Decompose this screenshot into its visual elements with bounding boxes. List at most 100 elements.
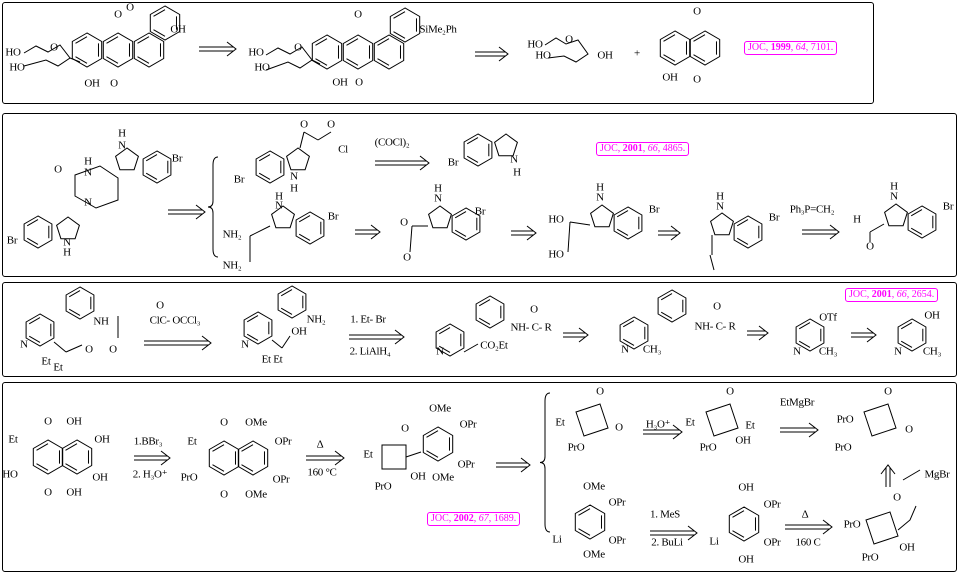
atom-or-reagent-label: O <box>85 343 93 356</box>
pyrrole-ring <box>494 133 518 157</box>
double-bond <box>393 11 406 19</box>
atom-or-reagent-label: HO <box>5 46 21 59</box>
double-bond <box>900 322 913 330</box>
reference-journal: JOC, <box>849 289 872 300</box>
double-bond <box>153 9 166 17</box>
double-bond <box>36 463 49 471</box>
double-bond <box>393 31 406 39</box>
double-bond <box>910 209 923 217</box>
atom-or-reagent-label: O <box>44 415 52 428</box>
atom-or-reagent-label: CO₂Et <box>480 339 508 352</box>
benzene-ring <box>451 207 481 241</box>
double-bond <box>466 155 479 163</box>
atom-or-reagent-label: HO <box>2 468 18 481</box>
reference-volume: 64 <box>795 42 806 53</box>
atom-or-reagent-label: O <box>110 77 118 90</box>
atom-or-reagent-label: O <box>355 76 363 89</box>
atom-or-reagent-label: OMe <box>583 480 605 493</box>
atom-or-reagent-label: 2. LiAlH₄ <box>349 345 391 358</box>
arrow-head-icon <box>160 450 171 466</box>
arrow-head-icon <box>670 225 681 241</box>
atom-or-reagent-label: O <box>126 1 134 14</box>
atom-or-reagent-label: O <box>44 486 52 499</box>
atom-or-reagent-label: PrO <box>843 518 861 531</box>
quinone-ring <box>689 30 721 66</box>
bond <box>869 223 885 233</box>
pyridine-or-phenyl-ring <box>435 323 465 357</box>
atom-or-reagent-label: OH <box>738 553 754 566</box>
atom-or-reagent-label: NH <box>93 315 109 328</box>
pyridine-or-phenyl-ring <box>65 286 95 320</box>
atom-or-reagent-label: O <box>713 300 721 313</box>
double-bond <box>65 463 78 471</box>
double-bond <box>75 36 88 44</box>
anthraquinone-ring <box>389 7 421 43</box>
atom-or-reagent-label: OH <box>924 309 940 322</box>
atom-or-reagent-label: OTf <box>819 311 837 324</box>
journal-reference: JOC, 2001, 66, 4865. <box>596 142 690 156</box>
atom-or-reagent-label: OPr <box>274 435 292 448</box>
pyrrole-ring <box>271 205 295 229</box>
atom-or-reagent-label: OPr <box>272 473 290 486</box>
atom-or-reagent-label: OPr <box>763 498 781 511</box>
atom-or-reagent-label: 160 °C <box>307 466 337 479</box>
atom-or-reagent-label: Br <box>447 156 459 169</box>
atom-or-reagent-label: OH <box>66 486 82 499</box>
atom-or-reagent-label: HO <box>548 248 564 261</box>
atom-or-reagent-label: H <box>716 190 724 203</box>
pyrrole-ring <box>56 216 80 240</box>
atom-or-reagent-label: Br <box>474 205 486 218</box>
cyclobutenedione-ring <box>575 403 609 437</box>
anthraquinone-ring <box>342 34 374 70</box>
arrow-head-icon <box>226 41 237 57</box>
bond <box>311 59 321 65</box>
reference-page: 7101. <box>810 42 834 53</box>
reference-year: 2001 <box>622 143 643 154</box>
atom-or-reagent-label: HO <box>9 61 25 74</box>
atom-or-reagent-label: O <box>50 41 58 54</box>
reference-page: 2654. <box>911 289 935 300</box>
cyclobutenone-ring <box>381 444 407 470</box>
double-bond <box>26 237 39 245</box>
reference-year: 2002 <box>453 513 474 524</box>
atom-or-reagent-label: H <box>63 246 71 259</box>
atom-or-reagent-label: O <box>530 303 538 316</box>
benzene-ring <box>733 215 763 249</box>
bond <box>53 341 67 353</box>
atom-or-reagent-label: OH <box>332 76 348 89</box>
pyridine-or-phenyl-ring <box>795 318 825 352</box>
brace <box>207 156 219 258</box>
atom-or-reagent-label: HO <box>248 46 264 59</box>
atom-or-reagent-label: N <box>894 345 902 358</box>
piperazinone-ring <box>74 165 119 209</box>
anthraquinone-ring <box>71 32 103 68</box>
double-bond <box>578 528 591 536</box>
arrow-head-icon <box>419 155 430 171</box>
double-bond <box>241 464 254 472</box>
double-bond <box>145 154 158 162</box>
atom-or-reagent-label: O <box>726 385 734 398</box>
bond <box>317 131 332 141</box>
reference-page: 1689. <box>493 513 517 524</box>
atom-or-reagent-label: OH <box>291 325 307 338</box>
atom-or-reagent-label: HO <box>527 38 543 51</box>
double-bond <box>137 56 150 64</box>
scheme-panel-4 <box>2 382 957 572</box>
double-bond <box>212 444 225 452</box>
arrow-head-icon <box>822 519 833 535</box>
double-bond <box>75 56 88 64</box>
arrow-head-icon <box>758 325 769 341</box>
atom-or-reagent-label: NH₂ <box>222 228 242 241</box>
pyrrole-ring <box>115 147 139 171</box>
arrow-head-icon <box>201 335 212 351</box>
double-bond <box>578 508 591 516</box>
atom-or-reagent-label: OH <box>170 23 186 36</box>
atom-or-reagent-label: Et <box>555 416 565 429</box>
atom-or-reagent-label: H <box>84 155 92 168</box>
reference-volume: 67 <box>478 513 489 524</box>
atom-or-reagent-label: OH <box>597 49 613 62</box>
atom-or-reagent-label: N <box>84 196 92 209</box>
bond <box>567 221 571 253</box>
reference-sep2: , <box>906 289 912 300</box>
anthraquinone-ring <box>133 32 165 68</box>
